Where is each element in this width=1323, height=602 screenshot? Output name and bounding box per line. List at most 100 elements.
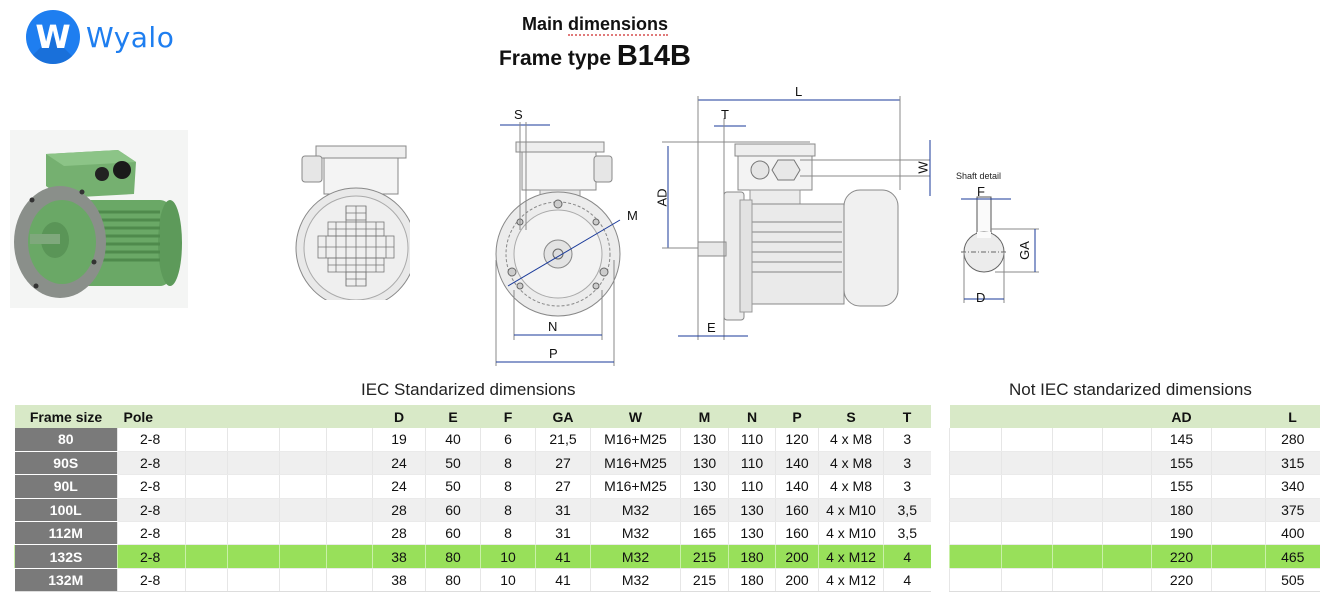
blank-cell [326,474,373,499]
n-cell: 110 [728,428,776,452]
blank-cell [185,474,228,499]
dim-label-l: L [795,84,803,99]
blank-cell [227,544,280,569]
t-cell: 3,5 [883,498,931,523]
dim-label-n: N [548,319,558,334]
ga-cell: 27 [535,474,591,499]
col-blank [185,405,228,428]
m-cell: 215 [680,544,729,569]
blank-cell [1052,498,1103,523]
ga-cell: 31 [535,521,591,546]
e-cell: 50 [425,451,481,476]
ga-cell: 41 [535,568,591,593]
blank-cell [185,451,228,476]
n-cell: 130 [728,498,776,523]
f-cell: 10 [480,568,536,593]
col-blank [1001,405,1053,428]
s-cell: 4 x M12 [818,544,884,569]
dim-label-ad: AD [654,188,670,207]
blank-cell [1102,568,1152,593]
title-word: dimensions [567,14,669,36]
w-cell: M32 [590,544,681,569]
frame-size-cell: 132M [14,568,118,593]
e-cell: 50 [425,474,481,499]
frame-size-cell: 132S [14,544,118,569]
dim-label-w: W [915,161,931,174]
s-cell: 4 x M8 [818,474,884,499]
col-d: D [372,405,426,428]
p-cell: 160 [775,498,819,523]
blank-cell [1052,474,1103,499]
f-cell: 8 [480,521,536,546]
m-cell: 130 [680,451,729,476]
e-cell: 80 [425,568,481,593]
blank-cell [227,451,280,476]
blank-cell [326,428,373,452]
t-cell: 4 [883,544,931,569]
w-cell: M32 [590,498,681,523]
dim-label-s: S [514,107,523,122]
ga-cell: 21,5 [535,428,591,452]
d-cell: 28 [372,521,426,546]
blank-cell [1001,568,1053,593]
n-cell: 110 [728,451,776,476]
blank-cell [227,428,280,452]
t-cell: 3,5 [883,521,931,546]
frame-size-cell: 90S [14,451,118,476]
blank-cell [1001,544,1053,569]
blank-cell [1102,428,1152,452]
col-blank [227,405,280,428]
blank-cell [227,474,280,499]
blank-cell [1211,474,1266,499]
frame-size-cell: 80 [14,428,118,452]
s-cell: 4 x M8 [818,451,884,476]
f-cell: 8 [480,474,536,499]
side-view-drawing [662,96,931,340]
blank-cell [1052,428,1103,452]
w-cell: M32 [590,521,681,546]
non-iec-section-title: Not IEC standarized dimensions [1009,380,1252,399]
dim-label-d: D [976,290,986,305]
t-cell: 3 [883,474,931,499]
d-cell: 24 [372,451,426,476]
blank-cell [185,498,228,523]
l-cell: 340 [1265,474,1320,499]
w-cell: M16+M25 [590,428,681,452]
l-cell: 400 [1265,521,1320,546]
blank-cell [185,428,228,452]
dim-label-f: F [977,184,985,199]
shaft-detail-drawing [961,196,1039,303]
iec-section-title: IEC Standarized dimensions [361,380,576,399]
blank-cell [1052,568,1103,593]
p-cell: 200 [775,568,819,593]
frame-size-cell: 112M [14,521,118,546]
blank-cell [326,521,373,546]
blank-cell [949,568,1002,593]
w-cell: M16+M25 [590,451,681,476]
blank-cell [1211,428,1266,452]
p-cell: 140 [775,474,819,499]
blank-cell [185,521,228,546]
dim-label-p: P [549,346,558,361]
blank-cell [326,544,373,569]
blank-cell [1102,451,1152,476]
n-cell: 180 [728,568,776,593]
l-cell: 505 [1265,568,1320,593]
blank-cell [1102,521,1152,546]
m-cell: 165 [680,498,729,523]
col-p: P [775,405,819,428]
pole-cell: 2-8 [117,544,186,569]
ad-cell: 220 [1151,568,1212,593]
l-cell: 465 [1265,544,1320,569]
brand-name: Wyalo [86,20,175,54]
l-cell: 315 [1265,451,1320,476]
p-cell: 160 [775,521,819,546]
col-l: L [1265,405,1320,428]
